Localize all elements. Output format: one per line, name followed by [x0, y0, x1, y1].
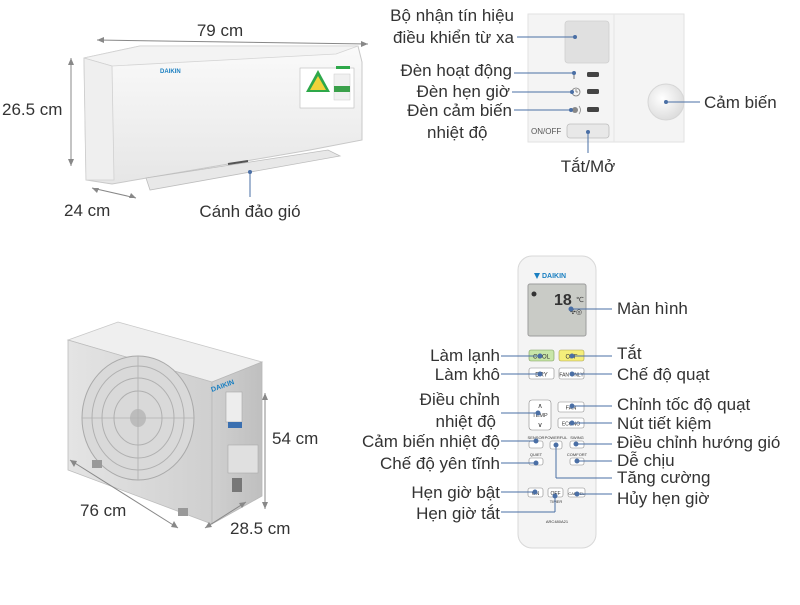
- panel-leader-lines: [512, 35, 700, 153]
- temp-up-icon: ∧: [537, 403, 542, 410]
- temp-label-line1: Điều chỉnh: [419, 390, 500, 409]
- energy-label-sticker: [299, 66, 355, 109]
- comfort-label: Dễ chịu: [617, 451, 675, 470]
- dry-label: Làm khô: [434, 365, 500, 384]
- temp-down-icon: ∨: [537, 422, 542, 429]
- remote-control: DAIKIN 18 ℃ ✣◎ COOL OFF DRY FAN ONLY ∧ T…: [517, 255, 597, 549]
- comfort-button-text: COMFORT: [567, 452, 588, 457]
- operation-lamp-label: Đèn hoạt động: [400, 61, 512, 80]
- quiet-label: Chế độ yên tĩnh: [379, 454, 500, 473]
- operation-lamp: [587, 72, 599, 77]
- cool-label: Làm lạnh: [430, 346, 500, 365]
- swing-label: Điều chỉnh hướng gió: [617, 433, 781, 452]
- outdoor-width-label: 76 cm: [80, 501, 127, 520]
- lcd-temperature: 18: [554, 292, 572, 309]
- outdoor-fan-grille: [81, 355, 195, 481]
- outdoor-depth-label: 28.5 cm: [230, 519, 291, 538]
- remote-model-number: ARC480A21: [546, 519, 569, 524]
- sensor-button-text: SENSOR: [528, 435, 545, 440]
- off-timer-label: Hẹn giờ tắt: [416, 504, 500, 523]
- lcd-degree-sign: ℃: [576, 297, 584, 304]
- remote-lcd-screen: [527, 283, 587, 337]
- on-timer-label: Hẹn giờ bật: [411, 483, 500, 502]
- powerful-label: Tăng cường: [617, 468, 711, 487]
- motion-sensor-label: Cảm biến: [704, 93, 777, 112]
- temp-rocker-button[interactable]: [528, 399, 552, 431]
- fan-only-label: Chế độ quạt: [617, 365, 710, 384]
- remote-receiver-window: [564, 20, 610, 64]
- outdoor-height-label: 54 cm: [272, 429, 319, 448]
- timer-lamp: [587, 89, 599, 94]
- quiet-button-text: QUIET: [530, 452, 543, 457]
- onoff-text: ON/OFF: [531, 127, 561, 136]
- indoor-height-label: 26.5 cm: [2, 100, 63, 119]
- temp-label-line2: nhiệt độ: [435, 412, 497, 431]
- fan-speed-label: Chỉnh tốc độ quạt: [617, 395, 751, 414]
- indoor-brand-logo: DAIKIN: [160, 69, 181, 75]
- temp-button-text: TEMP: [532, 413, 548, 419]
- sensor-button-label: Cảm biến nhiệt độ: [362, 432, 500, 451]
- flap-label: Cánh đảo gió: [199, 202, 301, 221]
- timer-text: TIMER: [550, 499, 563, 504]
- cancel-timer-label: Hủy hẹn giờ: [617, 489, 710, 508]
- receiver-label-line2: điều khiển từ xa: [392, 28, 514, 47]
- sensor-lamp-label-line2: nhiệt độ: [427, 123, 488, 142]
- powerful-button-text: POWERFUL: [545, 435, 568, 440]
- off-label: Tắt: [617, 344, 642, 363]
- remote-brand-logo: DAIKIN: [542, 273, 566, 280]
- receiver-label-line1: Bộ nhận tín hiệu: [390, 6, 514, 25]
- econo-label: Nút tiết kiệm: [617, 414, 712, 433]
- remote-leader-lines: [501, 306, 612, 513]
- outdoor-unit: DAIKIN: [66, 321, 264, 525]
- lcd-fan-icon: ✣◎: [570, 308, 582, 316]
- sensor-lamp-label-line1: Đèn cảm biến: [407, 101, 512, 120]
- screen-label: Màn hình: [617, 299, 688, 318]
- outdoor-dimension-lines: [69, 393, 268, 529]
- indoor-depth-label: 24 cm: [64, 201, 111, 220]
- timer-lamp-label: Đèn hẹn giờ: [416, 82, 510, 101]
- sensor-lamp: [587, 107, 599, 112]
- indoor-control-panel: ON/OFF: [527, 13, 685, 143]
- onoff-label: Tắt/Mở: [560, 157, 616, 176]
- indoor-width-label: 79 cm: [196, 21, 244, 40]
- fan-button-text: FAN: [566, 406, 577, 412]
- swing-button-text: SWING: [570, 435, 584, 440]
- indoor-unit: DAIKIN: [83, 45, 363, 191]
- indoor-dimension-lines: [68, 37, 369, 199]
